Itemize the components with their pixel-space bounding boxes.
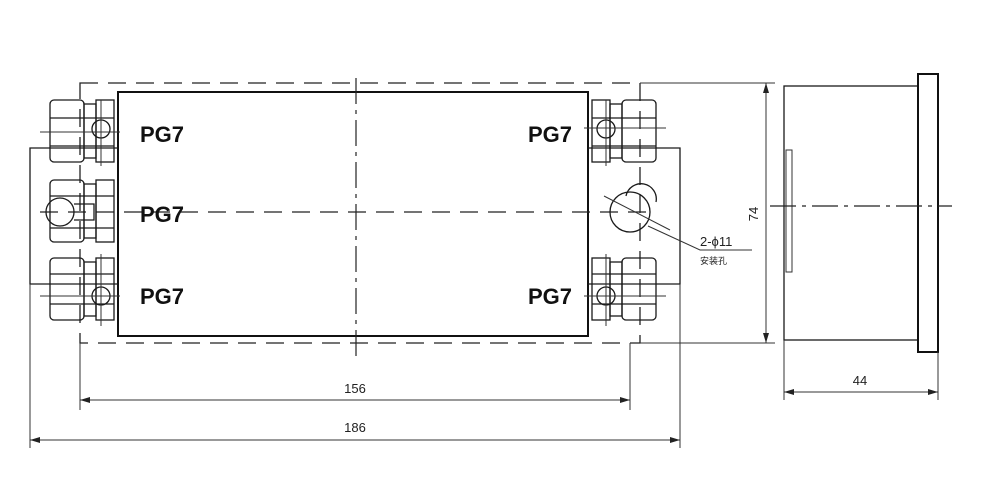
hole-spec-text: 2-ϕ11 [700,234,732,249]
dimension-74: 74 [746,207,761,221]
label-pg7-top-right: PG7 [528,122,572,147]
main-body [117,91,589,337]
dimension-156: 156 [344,381,366,396]
left-flange [29,147,118,285]
dimension-depth: 44 [783,340,939,400]
dimension-44: 44 [853,373,867,388]
outer-envelope [79,82,641,344]
label-pg7-mid-left: PG7 [140,202,184,227]
cable-gland-top-right [584,99,666,166]
right-flange [588,147,681,285]
mounting-hole-right [603,183,671,233]
cable-gland-top-left [40,99,120,166]
dimension-outer-width: 186 [29,284,681,448]
label-pg7-bot-right: PG7 [528,284,572,309]
hole-callout-leader [647,225,752,251]
dimension-inner-width: 156 [79,343,631,410]
mounting-hole-left [45,179,115,243]
side-cover [917,73,939,353]
side-view [770,73,952,353]
cable-gland-bottom-right [584,254,666,326]
dimension-186: 186 [344,420,366,435]
cable-gland-bottom-left [40,254,120,326]
dimension-height: 74 [640,82,775,344]
label-pg7-top-left: PG7 [140,122,184,147]
hole-note-text: 安装孔 [700,255,727,267]
label-pg7-bot-left: PG7 [140,284,184,309]
front-view: PG7 PG7 PG7 PG7 PG7 2-ϕ11 安装孔 [29,78,752,356]
side-body [783,85,919,341]
